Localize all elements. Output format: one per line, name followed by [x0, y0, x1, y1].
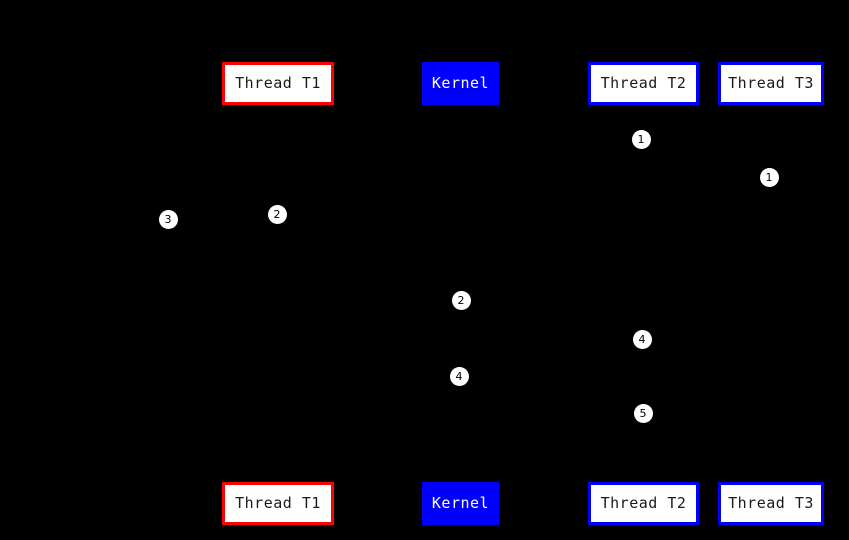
lifeline-t1 — [278, 105, 279, 482]
participant-t1-header: Thread T1 — [222, 62, 334, 105]
participant-t2-footer: Thread T2 — [588, 482, 699, 525]
lifeline-t3 — [771, 105, 772, 482]
sequence-number-badge: 2 — [451, 290, 471, 310]
participant-kernel-header: Kernel — [422, 62, 499, 105]
lifeline-cap-t2-bottom — [642, 479, 645, 482]
participant-t3-header: Thread T3 — [718, 62, 824, 105]
participant-t3-footer: Thread T3 — [718, 482, 824, 525]
sequence-number-badge: 4 — [632, 329, 652, 349]
sequence-number-badge: 4 — [449, 366, 469, 386]
lifeline-cap-t3-top — [770, 105, 773, 108]
lifeline-cap-t2-top — [642, 105, 645, 108]
lifeline-cap-kernel-top — [459, 105, 462, 108]
sequence-number-badge: 2 — [267, 204, 287, 224]
participant-kernel-footer: Kernel — [422, 482, 499, 525]
lifeline-cap-kernel-bottom — [459, 479, 462, 482]
lifeline-cap-t1-bottom — [277, 479, 280, 482]
lifeline-cap-t3-bottom — [770, 479, 773, 482]
participant-t1-footer: Thread T1 — [222, 482, 334, 525]
lifeline-cap-t1-top — [277, 105, 280, 108]
sequence-number-badge: 1 — [759, 167, 779, 187]
participant-t2-header: Thread T2 — [588, 62, 699, 105]
sequence-number-badge: 5 — [633, 403, 653, 423]
message-line-3 — [168, 219, 278, 220]
lifeline-t2 — [643, 105, 644, 482]
sequence-number-badge: 3 — [158, 209, 178, 229]
sequence-number-badge: 1 — [631, 129, 651, 149]
